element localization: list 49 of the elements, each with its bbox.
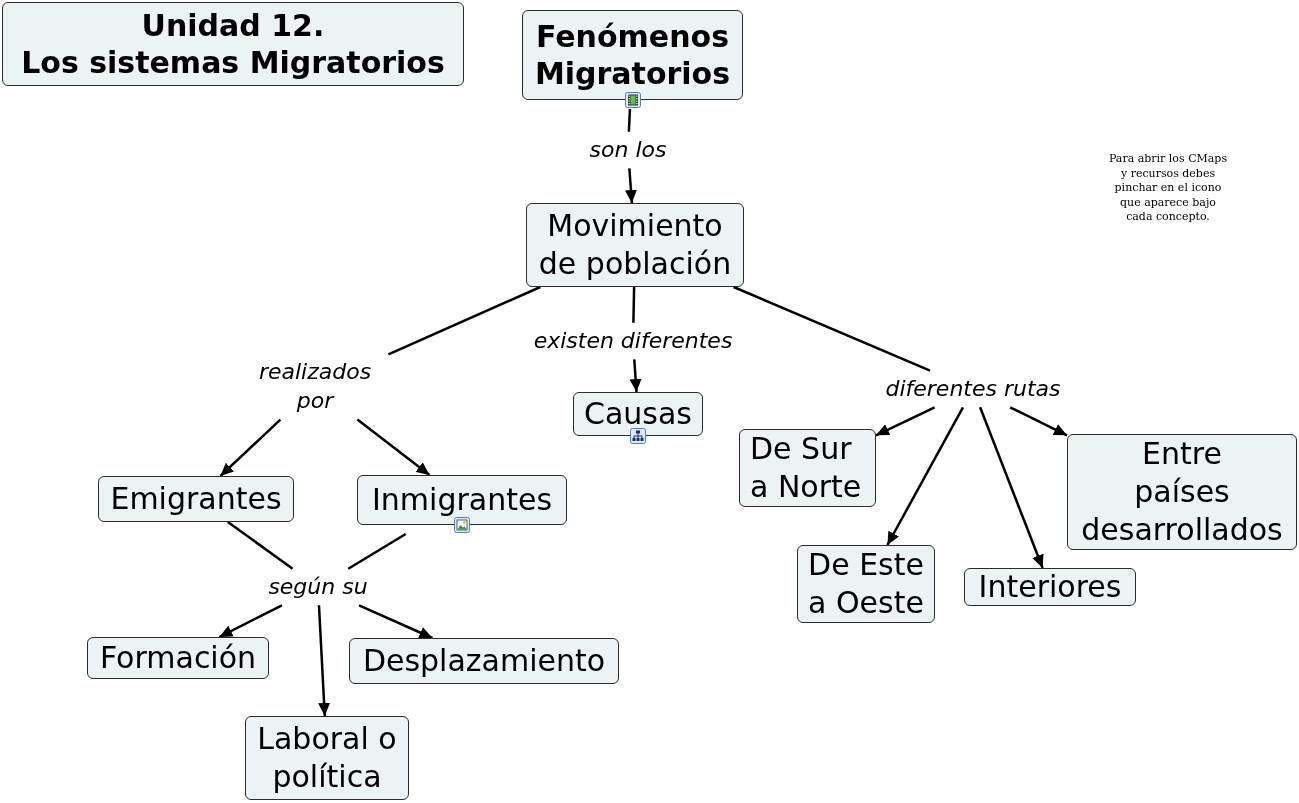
concept-label: Fenómenos Migratorios [533,17,732,93]
title-text: Los sistemas Migratorios [21,44,445,82]
concept-box [357,475,567,525]
linking-phrase: según su [268,572,368,602]
connector-line [627,108,632,132]
concept-label: Formación [99,638,257,677]
concept-label: Inmigrantes [371,480,552,519]
concept-box [797,545,935,623]
concept-label: De Sur a Norte [750,429,863,506]
connector-line [733,285,931,372]
linking-phrase: diferentes rutas [885,374,1061,404]
instruction-note: Para abrir los CMaps y recursos debes pinchar en el icono que aparece bajo cada concepto. [1107,152,1229,225]
concept-label: Emigrantes [110,479,282,518]
title-text: Unidad 12. [141,6,325,44]
connector-line [387,285,541,356]
arrow [624,168,637,204]
concept-label: Laboral o política [256,719,398,796]
concept-box [245,716,409,800]
concept-box [522,10,743,100]
connector-line [632,286,636,323]
concept-label: Movimiento de población [537,206,733,283]
concept-box [573,392,703,436]
linking-phrase: son los [589,135,667,165]
concept-box [87,637,269,679]
concept-label: De Este a Oeste [807,545,925,622]
concept-box [98,476,294,522]
arrow [629,359,642,393]
arrow [218,604,283,639]
concept-label: Interiores [978,567,1122,606]
concept-label: Entre países desarrollados [1081,434,1283,550]
arrow [1009,406,1068,437]
connector-line [347,532,407,570]
title-box [2,2,464,86]
arrow [317,605,331,717]
linking-phrase: realizados por [245,358,385,416]
arrow [886,406,965,546]
arrow [875,406,936,437]
linking-phrase: existen diferentes [533,326,733,356]
concept-box [349,638,619,684]
arrow [978,406,1044,569]
concept-box [964,568,1136,606]
arrow [219,418,282,477]
concept-label: Desplazamiento [362,641,606,680]
arrow [358,604,433,640]
concept-label: Causas [584,394,692,433]
concept-box [526,203,744,287]
connector-line [227,521,294,570]
arrow [356,418,431,476]
concept-box [739,429,876,507]
